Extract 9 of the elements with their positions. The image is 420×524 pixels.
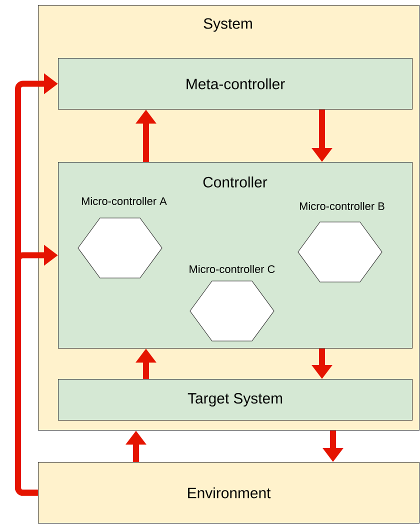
micro-controller-hexagon: Micro-controller A — [78, 196, 167, 278]
environment-box: Environment — [38, 462, 420, 524]
node-label: Micro-controller C — [190, 264, 275, 274]
node-label: Micro-controller A — [82, 196, 167, 206]
micro-controller-hexagon: Micro-controller B — [298, 202, 384, 282]
micro-controller-hexagon: Micro-controller C — [190, 264, 275, 342]
meta-controller-box: Meta-controller — [58, 58, 413, 110]
node-label: Micro-controller B — [300, 202, 384, 210]
target-system-box: Target System — [58, 379, 413, 421]
